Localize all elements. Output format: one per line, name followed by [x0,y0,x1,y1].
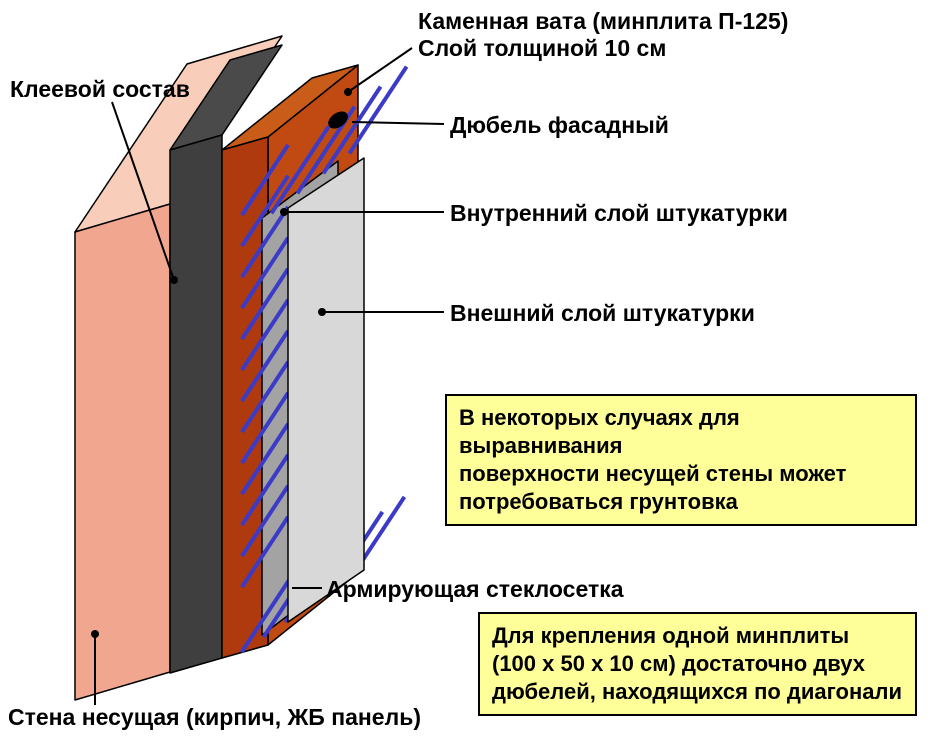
mesh-rod [240,174,290,248]
reinforcing-mesh [239,65,409,654]
mesh-rod [240,515,290,589]
note-dowels-line1: Для крепления одной минплиты [492,623,850,648]
note-dowels-line3: дюбелей, находящихся по диагонали [492,679,902,704]
leader-dot [318,308,326,316]
mesh-rod [239,570,297,654]
note-primer-line3: потребоваться грунтовка [459,489,738,514]
leader-adhesive [111,101,175,281]
note-dowels: Для крепления одной минплиты (100 x 50 x… [478,612,917,716]
mesh-rod [240,205,290,279]
mesh-rod [269,125,331,215]
mesh-rod [240,360,290,434]
mesh-rod [240,298,290,372]
leader-dowel [351,121,445,125]
note-dowels-line2: (100 x 50 x 10 см) достаточно двух [492,651,865,676]
label-outer-plaster: Внешний слой штукатурки [450,300,755,326]
mesh-rod [240,422,290,496]
adhesive-layer-front-face [169,134,223,674]
note-primer-line2: поверхности несущей стены может [459,461,847,486]
mesh-rod [240,391,290,465]
mesh-rod [240,484,290,558]
label-mineral-wool-line1: Каменная вата (минплита П-125) [418,8,789,34]
label-mesh: Армирующая стеклосетка [326,576,624,602]
leader-dot [280,208,288,216]
leader-mineral-wool [347,47,413,93]
bearing-wall-front-face [74,203,171,701]
leader-dot [344,88,352,96]
label-adhesive: Клеевой состав [10,76,190,102]
label-inner-plaster: Внутренний слой штукатурки [450,200,788,226]
mesh-rod [240,329,290,403]
outer-plaster-face [287,157,365,623]
label-bearing-wall: Стена несущая (кирпич, ЖБ панель) [8,704,422,730]
mesh-rod [240,236,290,310]
label-dowel: Дюбель фасадный [450,112,669,138]
leader-dot [170,276,178,284]
note-primer: В некоторых случаях для выравнивания пов… [445,394,917,526]
mesh-rod [347,65,409,155]
label-mineral-wool-line2: Слой толщиной 10 см [418,35,667,61]
mesh-rod [240,453,290,527]
facade-dowel-head [328,111,348,129]
mesh-rod [321,85,383,175]
note-primer-line1: В некоторых случаях для выравнивания [459,405,740,458]
mesh-rod [240,267,290,341]
leader-dot [91,630,99,638]
label-mineral-wool: Каменная вата (минплита П-125) Слой толщ… [418,8,788,62]
mesh-rod [240,143,290,217]
